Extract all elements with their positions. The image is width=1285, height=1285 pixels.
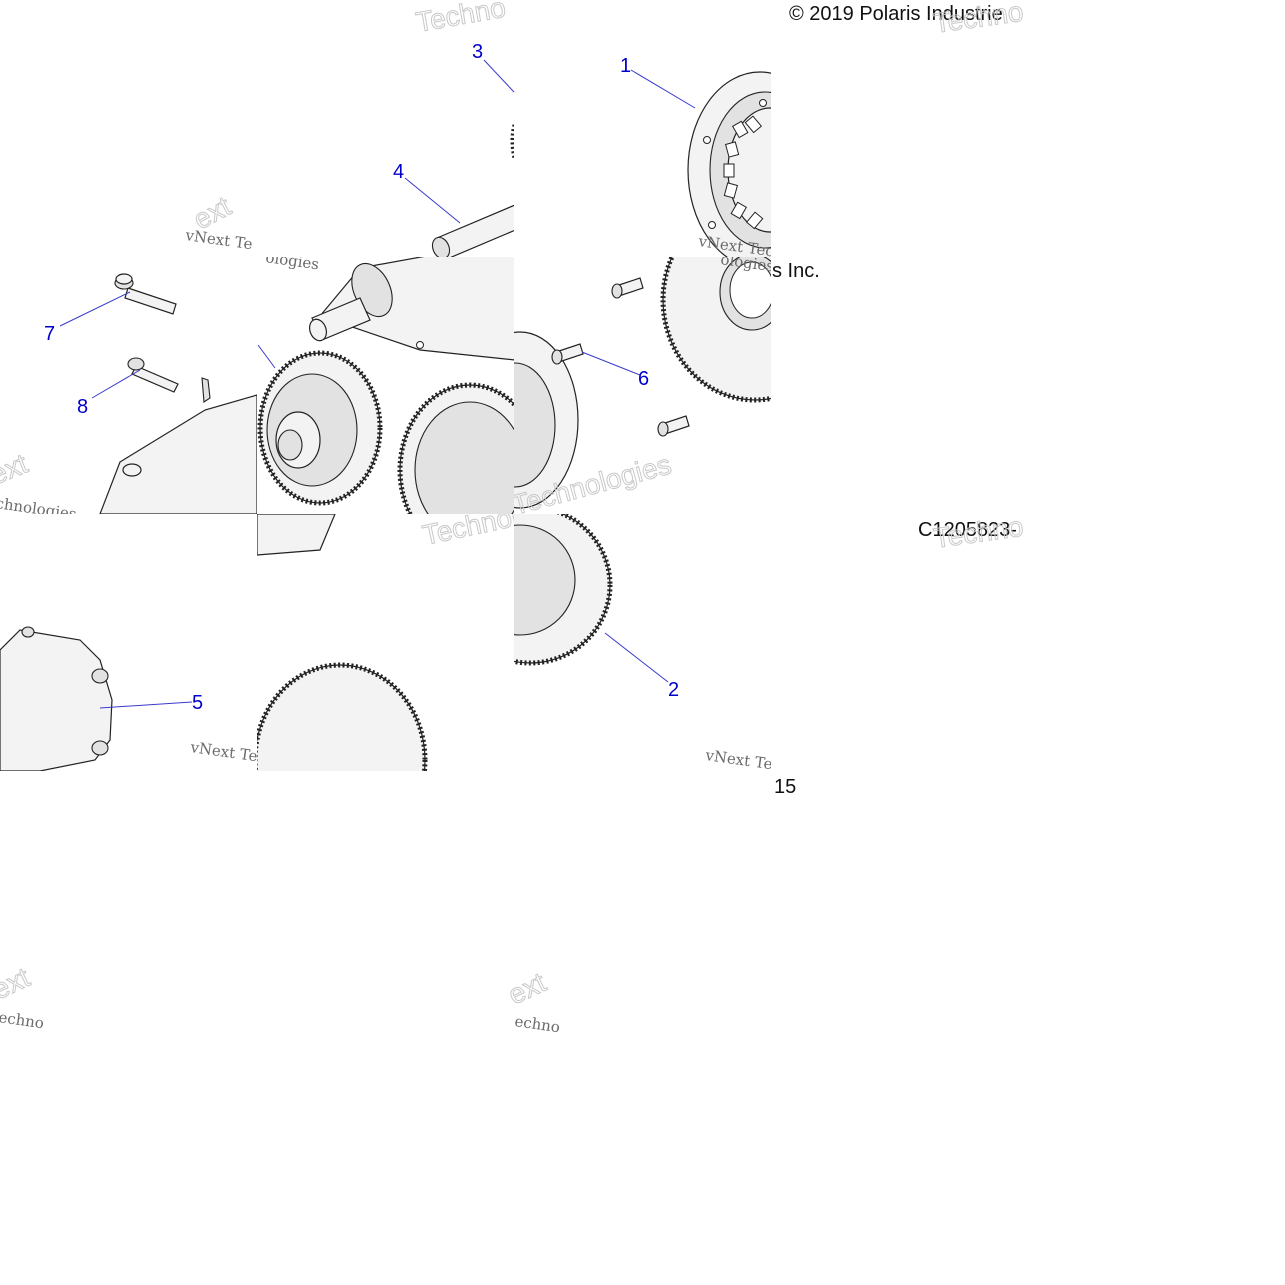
ring-gear-part — [660, 257, 771, 403]
starter-shaft-part — [308, 257, 514, 361]
watermark-text: echno — [513, 1012, 561, 1036]
tile-mid-left: ext chnologies — [0, 273, 257, 523]
callout-3[interactable]: 3 — [472, 41, 483, 63]
bolt-part — [657, 415, 690, 437]
starter-motor-part — [99, 377, 257, 514]
tile-bottom-right: vNext Te — [514, 514, 773, 773]
idler-gear-part — [257, 350, 383, 506]
shaft-part — [431, 204, 514, 257]
watermark-text: vNext Te — [188, 738, 258, 765]
callout-1[interactable]: 1 — [620, 55, 631, 77]
bolt-part — [114, 273, 177, 315]
callout-6[interactable]: 6 — [638, 368, 649, 390]
starter-motor-body-part — [0, 626, 113, 771]
tile-top-right: vNext Tec — [687, 71, 771, 257]
watermark-text: chnologies — [0, 494, 78, 523]
watermark-fragment: ext — [0, 961, 35, 1005]
watermark-text: vNext Te — [183, 226, 253, 253]
callout-5[interactable]: 5 — [192, 692, 203, 714]
page-number: 15 — [774, 776, 796, 798]
tile-mid-center: ologies — [257, 248, 514, 514]
watermark-text: vNext Te — [703, 746, 773, 773]
callout-4[interactable]: 4 — [393, 161, 404, 183]
leader-lines — [59, 59, 696, 709]
drawing-number: C1205823- — [918, 519, 1017, 541]
bolt-part — [127, 357, 179, 393]
copyright-text: © 2019 Polaris Industrie — [789, 3, 1003, 25]
tile-bottom-left: vNext Te — [0, 626, 258, 771]
callout-7[interactable]: 7 — [44, 323, 55, 345]
watermark-fragment: Techno — [414, 0, 508, 38]
callout-labels: 1 2 3 4 5 6 7 8 — [44, 41, 679, 714]
watermark-fragment: Techno — [932, 511, 1026, 554]
bolt-part — [551, 343, 584, 365]
driven-gear-part — [514, 514, 613, 666]
tile-top-center: Techno — [413, 0, 514, 257]
callout-2[interactable]: 2 — [668, 679, 679, 701]
watermark-fragment: ext — [503, 966, 550, 1010]
watermark-text: ologies — [264, 248, 320, 273]
bolt-part — [611, 277, 644, 299]
watermark-fragment: ext — [0, 448, 32, 491]
tile-mid-right: ologies Technologies — [514, 257, 771, 514]
starter-clutch-part — [687, 71, 771, 257]
copyright-tail-text: s Inc. — [772, 260, 820, 282]
clutch-flange-part — [514, 331, 579, 509]
watermark-text: echno — [0, 1008, 45, 1032]
callout-8[interactable]: 8 — [77, 396, 88, 418]
driven-gear-edge-part — [397, 382, 514, 514]
watermark-fragment: Techno — [932, 0, 1026, 39]
tile-top-left: vNext Te ext — [183, 190, 253, 254]
